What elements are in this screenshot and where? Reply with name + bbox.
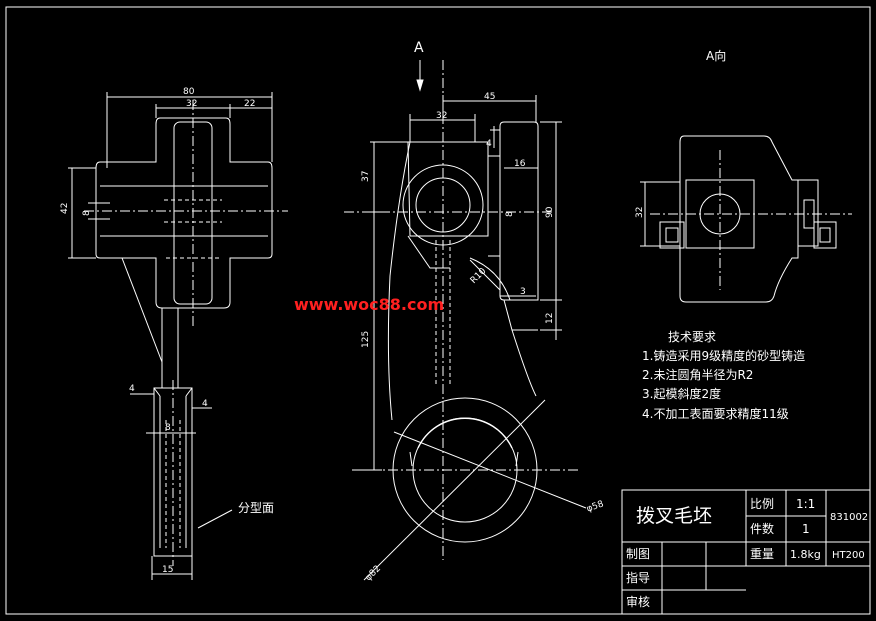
dim-45: 45 [484,92,495,102]
left-view [68,92,288,580]
part-name: 拨叉毛坯 [636,505,712,527]
right-view-a [640,135,852,303]
dim-22: 22 [244,99,255,109]
dim-80: 80 [183,87,195,97]
a-view-label: A向 [706,48,726,63]
tech-item-3: 3.起模斜度2度 [642,386,721,401]
qty-label: 件数 [750,521,774,536]
dim-phi82: φ82 [364,564,383,583]
tech-item-4: 4.不加工表面要求精度11级 [642,406,789,421]
watermark: www.woc88.com [294,295,444,314]
parting-surface-label: 分型面 [238,501,274,515]
dim-90: 90 [545,206,555,218]
dim-phi58: φ58 [585,499,605,514]
dim-32-mid: 32 [436,111,447,121]
dim-42: 42 [60,203,70,214]
instructor-label: 指导 [626,570,650,585]
weight-label: 重量 [750,547,774,561]
dim-3: 3 [520,287,526,297]
reviewer-label: 审核 [626,594,650,609]
dim-4-a: 4 [129,384,135,394]
dim-r10: R10 [469,266,489,286]
qty-value: 1 [802,522,810,536]
drawing-number: 831002 [830,512,868,523]
dim-12: 12 [545,313,555,324]
tech-requirements: 技术要求 1.铸造采用9级精度的砂型铸造 2.未注圆角半径为R2 3.起模斜度2… [642,330,805,421]
dim-32-left: 32 [186,99,197,109]
drawn-by-label: 制图 [626,547,650,561]
dim-8-fork: 8 [165,423,171,433]
dim-15: 15 [162,565,173,575]
scale-label: 比例 [750,497,774,511]
tech-title: 技术要求 [668,330,716,344]
dim-4-mid: 4 [486,139,492,149]
dim-4-b: 4 [202,399,208,409]
tech-item-2: 2.未注圆角半径为R2 [642,367,753,382]
middle-view [344,60,587,581]
view-arrow-label: A [414,40,424,56]
scale-value: 1:1 [796,497,815,511]
dim-8-left: 8 [82,210,92,216]
dim-37: 37 [361,171,371,182]
dim-125: 125 [361,331,371,348]
material: HT200 [832,550,865,561]
tech-item-1: 1.铸造采用9级精度的砂型铸造 [642,348,805,363]
drawing-frame [5,6,871,615]
dim-16: 16 [514,159,526,169]
title-block [621,489,871,615]
dim-8-mid: 8 [505,211,515,217]
dim-32-right: 32 [635,207,645,218]
weight-value: 1.8kg [790,548,821,561]
